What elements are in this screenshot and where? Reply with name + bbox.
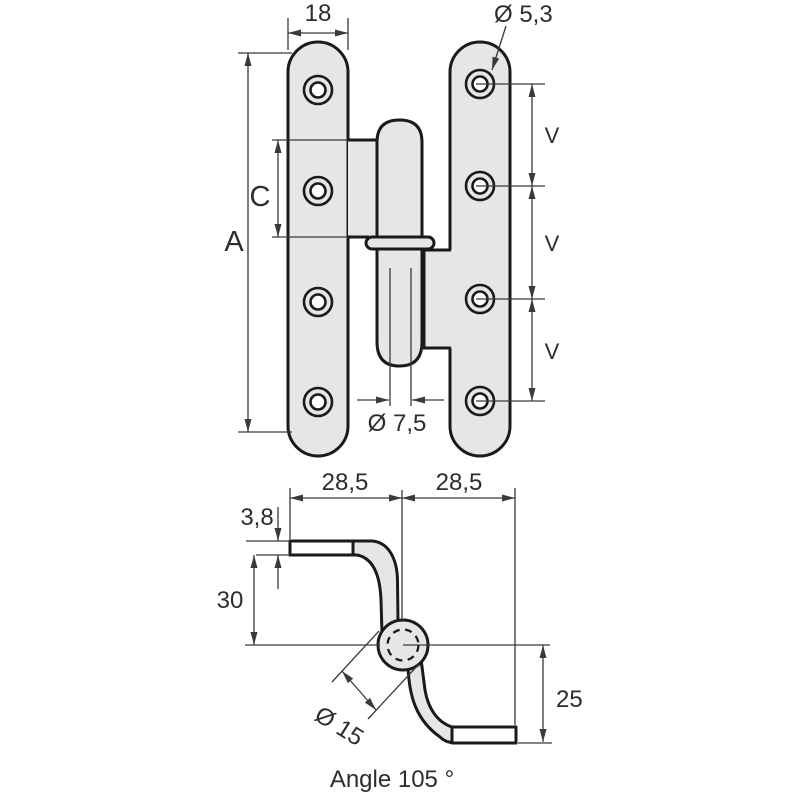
- screw-hole: [302, 286, 334, 318]
- dim-pin-diameter: Ø 7,5: [357, 268, 444, 437]
- dim-leaf-width: 18: [287, 0, 349, 50]
- dim-crank-depth-30: 30: [217, 555, 258, 645]
- hole-spacing-V2-label: V: [545, 231, 560, 256]
- dim-height-A: A: [224, 52, 292, 433]
- hole-offset-C-label: C: [250, 181, 271, 213]
- hole-spacing-V1-label: V: [545, 123, 560, 148]
- right-reach-label: 28,5: [436, 469, 483, 496]
- opening-angle-label: Angle 105 °: [330, 766, 454, 793]
- screw-hole: [302, 175, 334, 207]
- right-crank-25-label: 25: [556, 686, 583, 713]
- right-leaf-tab: [424, 250, 452, 348]
- top-view-left-leaf-plate: [288, 539, 355, 557]
- pin-collar: [364, 235, 436, 251]
- crank-depth-30-label: 30: [217, 587, 244, 614]
- left-leaf-tab: [348, 141, 377, 236]
- dim-leaf-reach: 28,5 28,5: [289, 469, 516, 725]
- hole-spacing-V3-label: V: [545, 339, 560, 364]
- dim-right-crank-25: 25: [518, 645, 583, 744]
- top-view: 28,5 28,5 3,8 30 Ø 15 25: [217, 469, 583, 793]
- hole-diameter-label: Ø 5,3: [494, 1, 553, 28]
- dim-leaf-thickness: 3,8: [240, 504, 290, 589]
- dim-hole-spacing-V: V V V: [476, 83, 560, 402]
- left-reach-label: 28,5: [322, 469, 369, 496]
- leaf-width-label: 18: [305, 0, 332, 27]
- pin-diameter-label: Ø 7,5: [368, 410, 427, 437]
- top-view-right-leaf-plate: [450, 725, 518, 745]
- dim-hole-offset-C: C: [250, 139, 348, 238]
- knuckle-diameter-label: Ø 15: [310, 701, 368, 751]
- front-view: 18 Ø 5,3 A C V V V: [224, 0, 560, 458]
- screw-hole: [302, 74, 334, 106]
- hinge-knuckle: [375, 118, 424, 242]
- dim-hole-diameter-callout: Ø 5,3: [491, 1, 553, 71]
- right-tab-edges: [422, 248, 451, 350]
- top-view-right-leaf: [406, 657, 518, 745]
- screw-holes-left: [302, 74, 334, 418]
- leaf-thickness-label: 3,8: [240, 504, 273, 531]
- height-A-label: A: [224, 226, 244, 258]
- hinge-pin: [375, 247, 424, 368]
- left-leaf: [286, 40, 350, 458]
- screw-hole: [302, 386, 334, 418]
- left-tab-edges: [348, 138, 377, 239]
